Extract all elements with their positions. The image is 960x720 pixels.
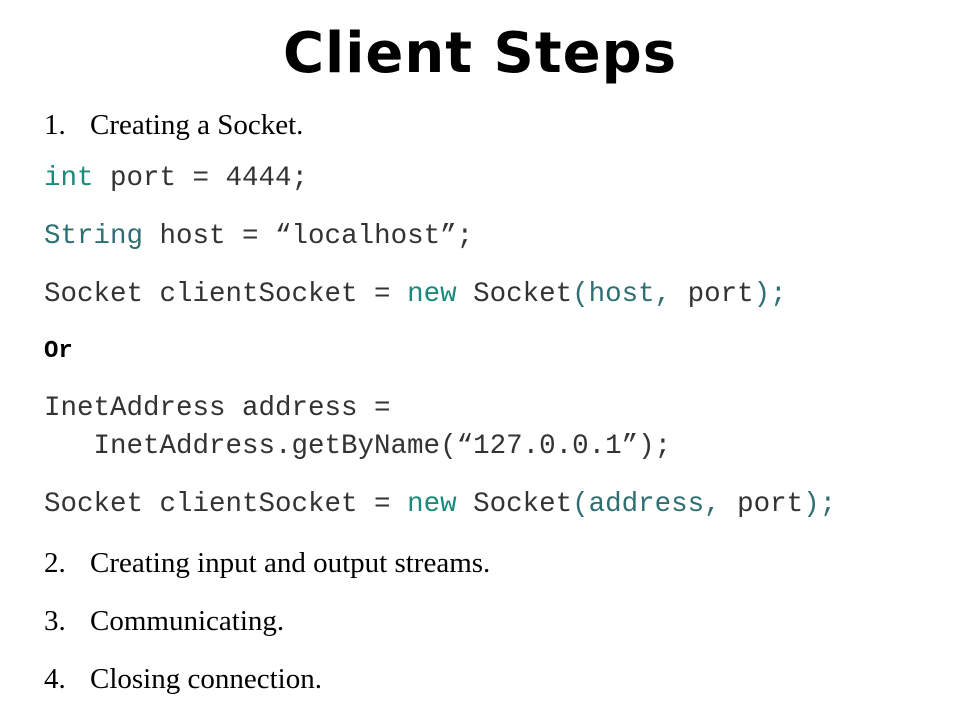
- step-1: 1. Creating a Socket.: [44, 108, 303, 143]
- code-line-port: int port = 4444;: [44, 162, 308, 195]
- step-4: 4. Closing connection.: [44, 662, 322, 697]
- step-label: Creating input and output streams.: [90, 547, 491, 579]
- code-end: );: [753, 279, 787, 310]
- step-3: 3. Communicating.: [44, 604, 284, 639]
- code-line-inetaddress: InetAddress address =: [44, 392, 391, 425]
- code-text: port: [671, 279, 754, 310]
- code-keyword: new: [407, 279, 457, 310]
- code-args: (address,: [572, 489, 721, 520]
- code-text: Socket: [456, 489, 573, 520]
- code-line-getbyname: InetAddress.getByName(“127.0.0.1”);: [44, 430, 672, 463]
- step-2: 2. Creating input and output streams.: [44, 546, 490, 581]
- code-text: InetAddress.getByName(“127.0.0.1”);: [44, 431, 672, 462]
- step-number: 1.: [44, 109, 66, 141]
- code-args: (host,: [572, 279, 672, 310]
- code-text: host = “localhost”;: [143, 221, 474, 252]
- code-type: String: [44, 221, 144, 252]
- step-number: 4.: [44, 663, 66, 695]
- step-label: Closing connection.: [90, 663, 322, 695]
- step-number: 3.: [44, 605, 66, 637]
- code-end: );: [803, 489, 837, 520]
- slide-title: Client Steps: [282, 21, 678, 86]
- code-text: Socket: [456, 279, 573, 310]
- code-text: port = 4444;: [93, 163, 309, 194]
- code-line-socket-host: Socket clientSocket = new Socket(host, p…: [44, 278, 787, 311]
- code-line-socket-address: Socket clientSocket = new Socket(address…: [44, 488, 836, 521]
- step-label: Creating a Socket.: [90, 109, 304, 141]
- code-text: Socket clientSocket =: [44, 279, 408, 310]
- code-text: Socket clientSocket =: [44, 489, 408, 520]
- code-line-host: String host = “localhost”;: [44, 220, 473, 253]
- or-separator: Or: [44, 338, 73, 365]
- step-label: Communicating.: [90, 605, 285, 637]
- code-keyword: new: [407, 489, 457, 520]
- step-number: 2.: [44, 547, 66, 579]
- code-text: InetAddress address =: [44, 393, 391, 424]
- code-text: port: [720, 489, 804, 520]
- code-keyword: int: [44, 163, 94, 194]
